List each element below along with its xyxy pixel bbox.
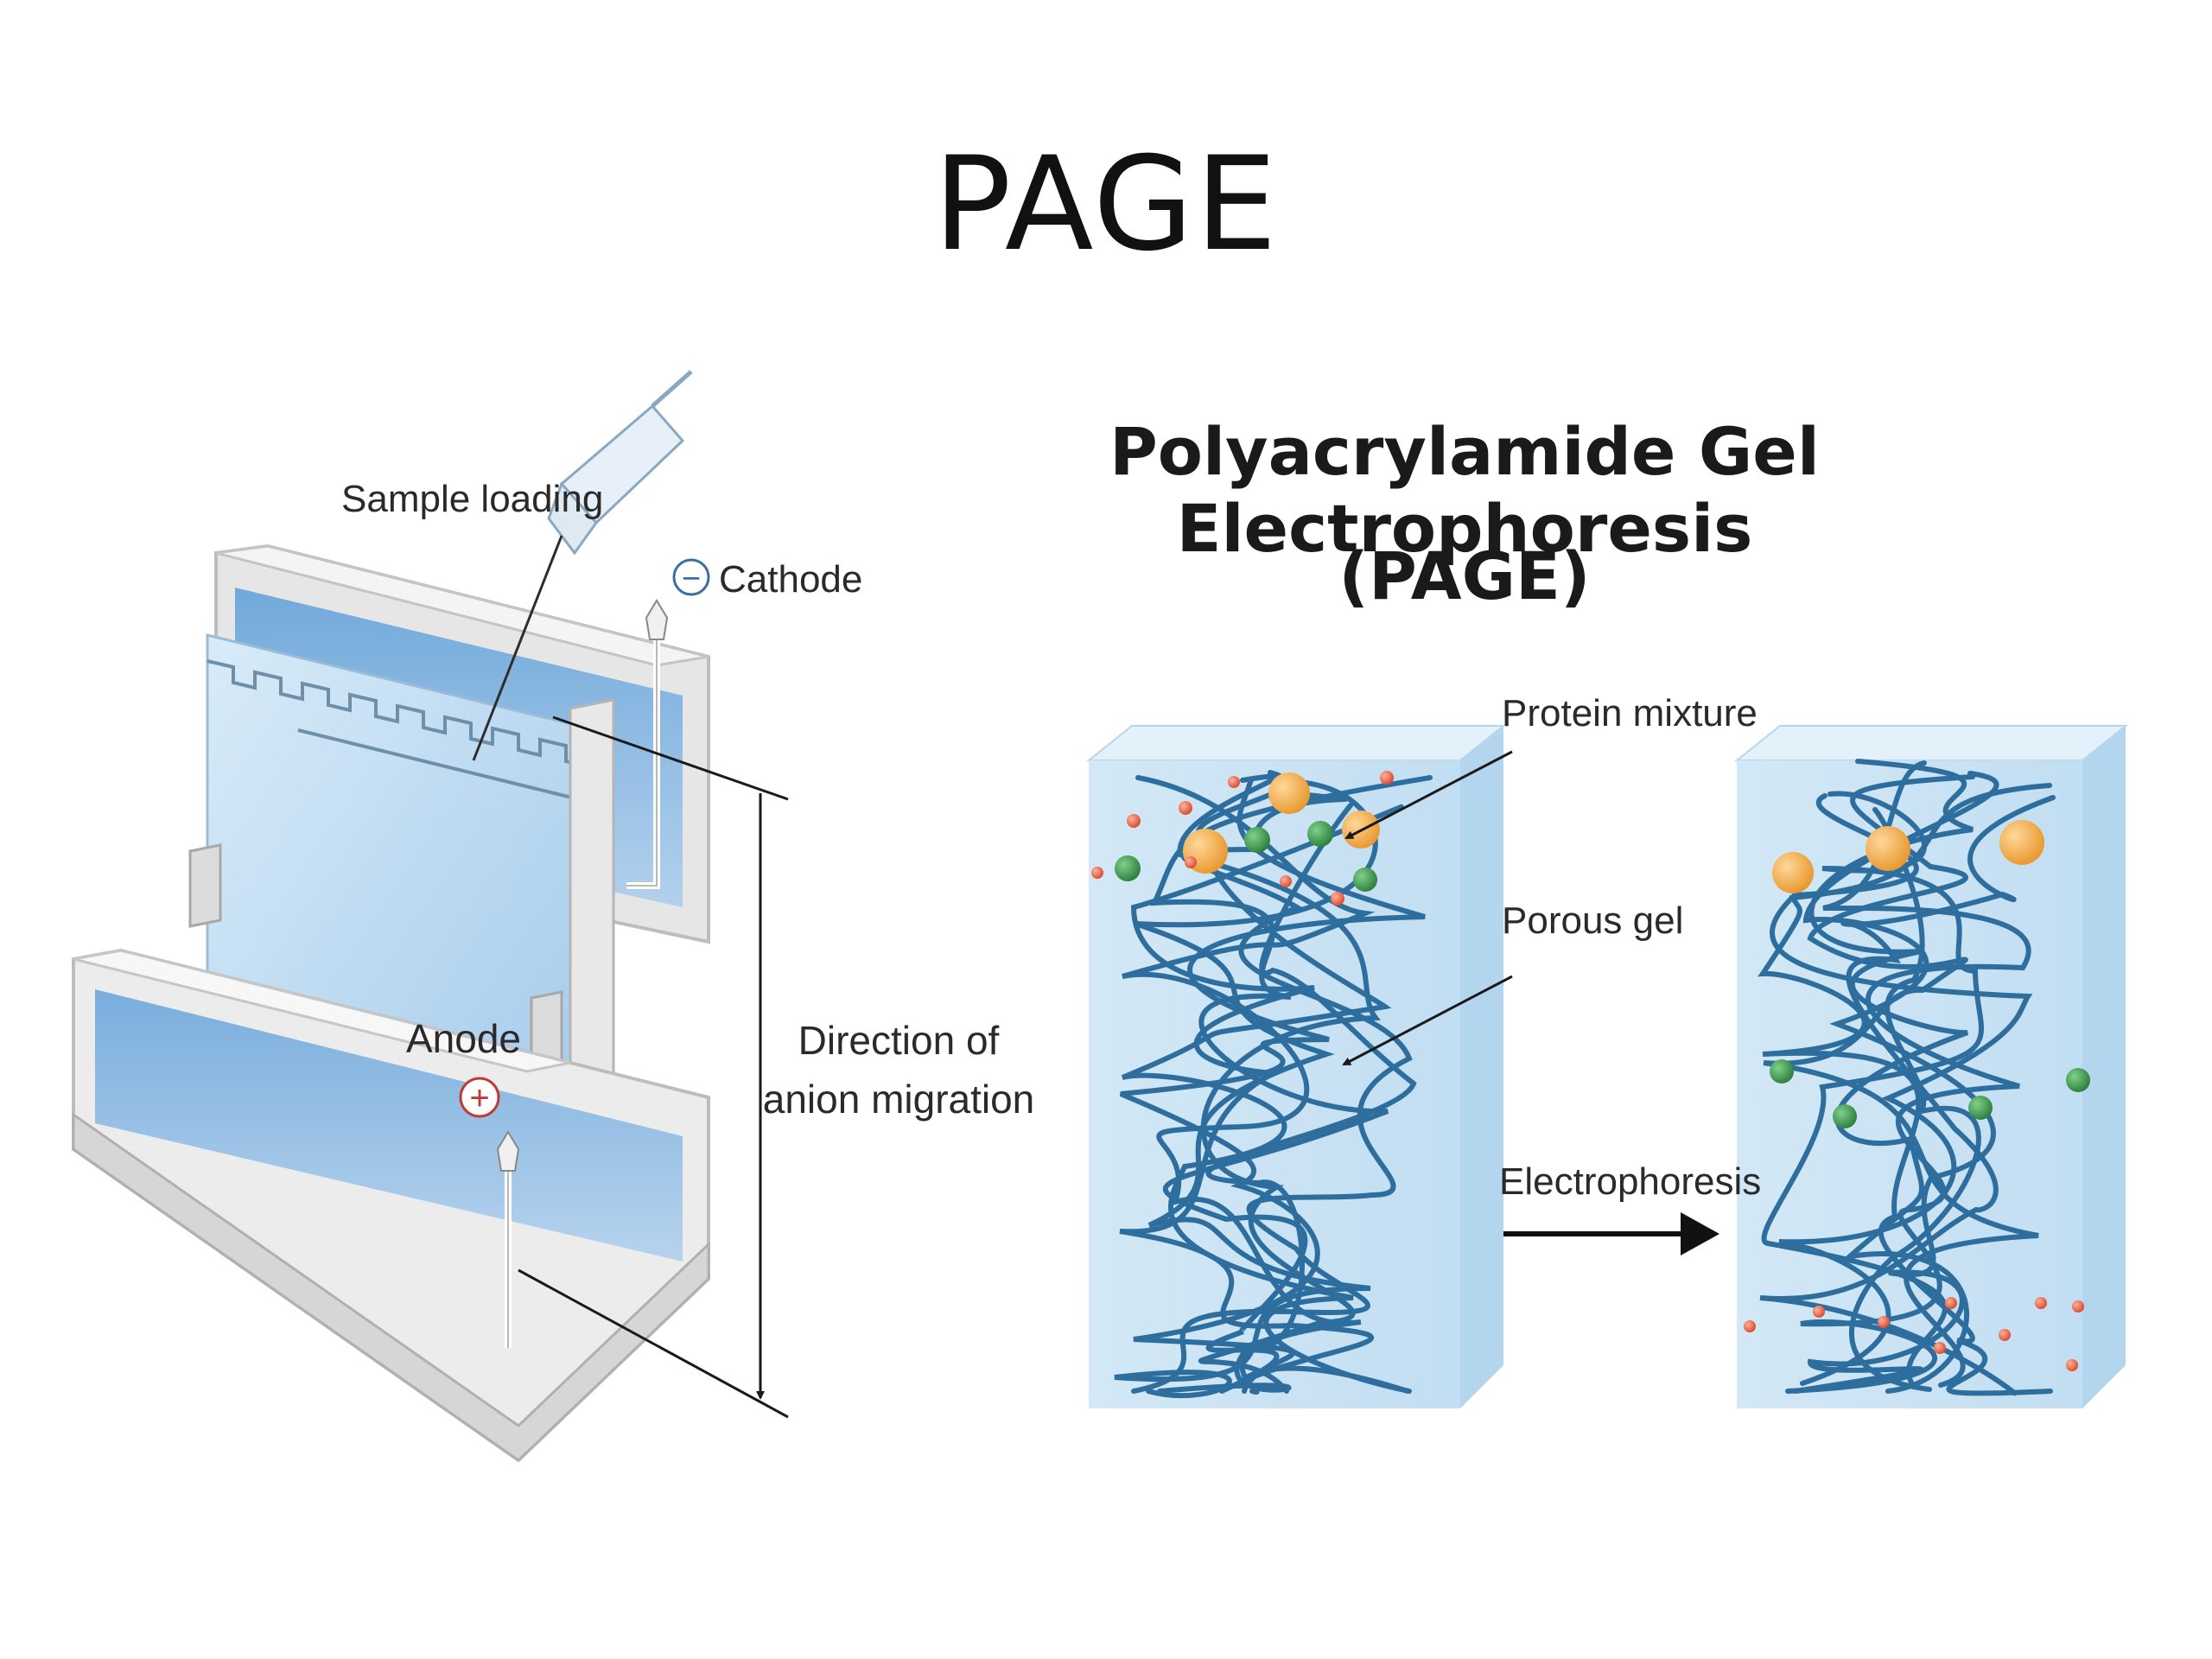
cathode-sign: − [682,561,701,597]
porous-gel-label: Porous gel [1502,899,1683,942]
gel-before [1086,725,1506,1408]
polymer-strand [1150,775,1433,1394]
small-protein [1999,1329,2011,1341]
medium-protein [1770,1059,1794,1084]
cathode-label: Cathode [719,558,862,601]
polymer-strand [1849,807,1981,1392]
small-protein [1185,856,1197,868]
medium-protein [2066,1068,2090,1092]
large-protein [1268,772,1310,814]
slide-title: PAGE [933,130,1279,280]
polymer-strand [1785,760,2031,1394]
small-protein [1744,1320,1756,1332]
medium-protein [1244,827,1270,853]
medium-protein [1968,1096,1993,1120]
figure-title: Polyacrylamide Gel Electrophoresis [1109,413,1820,567]
protein-mixture-label: Protein mixture [1502,692,1758,734]
syringe-icon [472,370,693,761]
polymer-strand [1122,775,1376,1395]
polymer-strand [1770,793,2033,1386]
small-protein [1380,771,1394,785]
small-protein [2066,1359,2078,1371]
small-protein [1945,1297,1957,1309]
small-protein [1127,814,1141,828]
small-protein [1179,801,1192,815]
small-protein [1878,1316,1890,1328]
small-protein [1813,1306,1825,1318]
electrophoresis-arrow-icon [1503,1212,1719,1255]
sample-loading-label: Sample loading [341,478,603,520]
small-protein [1934,1342,1946,1354]
electrophoresis-label: Electrophoresis [1499,1160,1761,1203]
medium-protein [1833,1104,1857,1128]
large-protein [1772,852,1814,893]
separated-protein-particles [1744,820,2090,1371]
small-protein [1091,867,1103,879]
cathode-icon: − [672,558,710,597]
small-protein [1331,892,1344,906]
small-protein [1280,875,1292,887]
polymer-strand [1808,759,1974,1394]
gel-after [1734,725,2128,1408]
medium-protein [1115,855,1141,881]
small-protein [2072,1300,2084,1313]
polymer-strand [1793,771,1999,1394]
anode-icon: + [459,1077,500,1118]
electrophoresis-apparatus [72,370,789,1463]
small-protein [2035,1297,2047,1309]
figure-subtitle: (PAGE) [1338,537,1591,614]
medium-protein [1353,868,1377,892]
polymer-strands [1114,770,1433,1399]
direction-label-line2: anion migration [763,1077,1035,1122]
polymer-strand [1759,795,2056,1396]
large-protein [1999,820,2044,865]
large-protein [1866,826,1910,871]
protein-mixture-particles [1091,771,1394,906]
small-protein [1228,776,1240,788]
anode-label: Anode [406,1016,521,1061]
polymer-strand [1758,783,2053,1396]
medium-protein [1307,821,1333,847]
polymer-strand [1119,804,1410,1394]
anode-sign: + [469,1079,489,1117]
direction-label-line1: Direction of [798,1018,1000,1063]
